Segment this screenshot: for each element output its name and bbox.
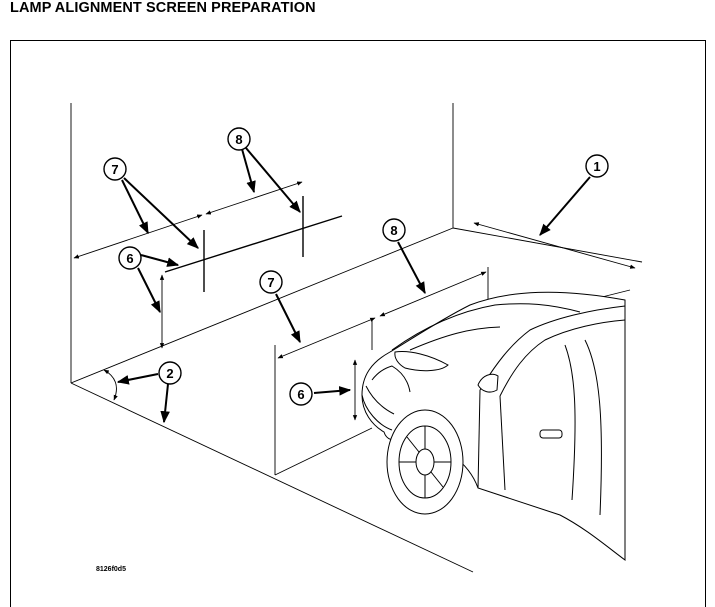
vehicle-outline [361, 291, 626, 562]
callout-7-floor: 7 [259, 270, 283, 294]
figure-code: 8126f0d5 [96, 566, 126, 573]
callout-6-wall: 6 [118, 246, 142, 270]
svg-text:1: 1 [593, 159, 600, 174]
callout-8-floor: 8 [382, 218, 406, 242]
lamp-centerline-marks [164, 196, 343, 292]
svg-text:2: 2 [166, 366, 173, 381]
svg-text:8: 8 [235, 132, 242, 147]
svg-text:6: 6 [126, 251, 133, 266]
svg-text:6: 6 [297, 387, 304, 402]
front-wheel [386, 409, 464, 515]
callout-1: 1 [585, 154, 609, 178]
callout-leaders [116, 147, 591, 424]
svg-text:7: 7 [267, 275, 274, 290]
svg-text:8: 8 [390, 223, 397, 238]
callout-6-floor: 6 [289, 382, 313, 406]
callout-2: 2 [158, 361, 182, 385]
dimension-lines [73, 181, 636, 421]
diagram-frame [10, 40, 706, 607]
callout-7-wall: 7 [103, 157, 127, 181]
callout-8-wall: 8 [227, 127, 251, 151]
svg-text:7: 7 [111, 162, 118, 177]
page-title: LAMP ALIGNMENT SCREEN PREPARATION [10, 0, 316, 16]
